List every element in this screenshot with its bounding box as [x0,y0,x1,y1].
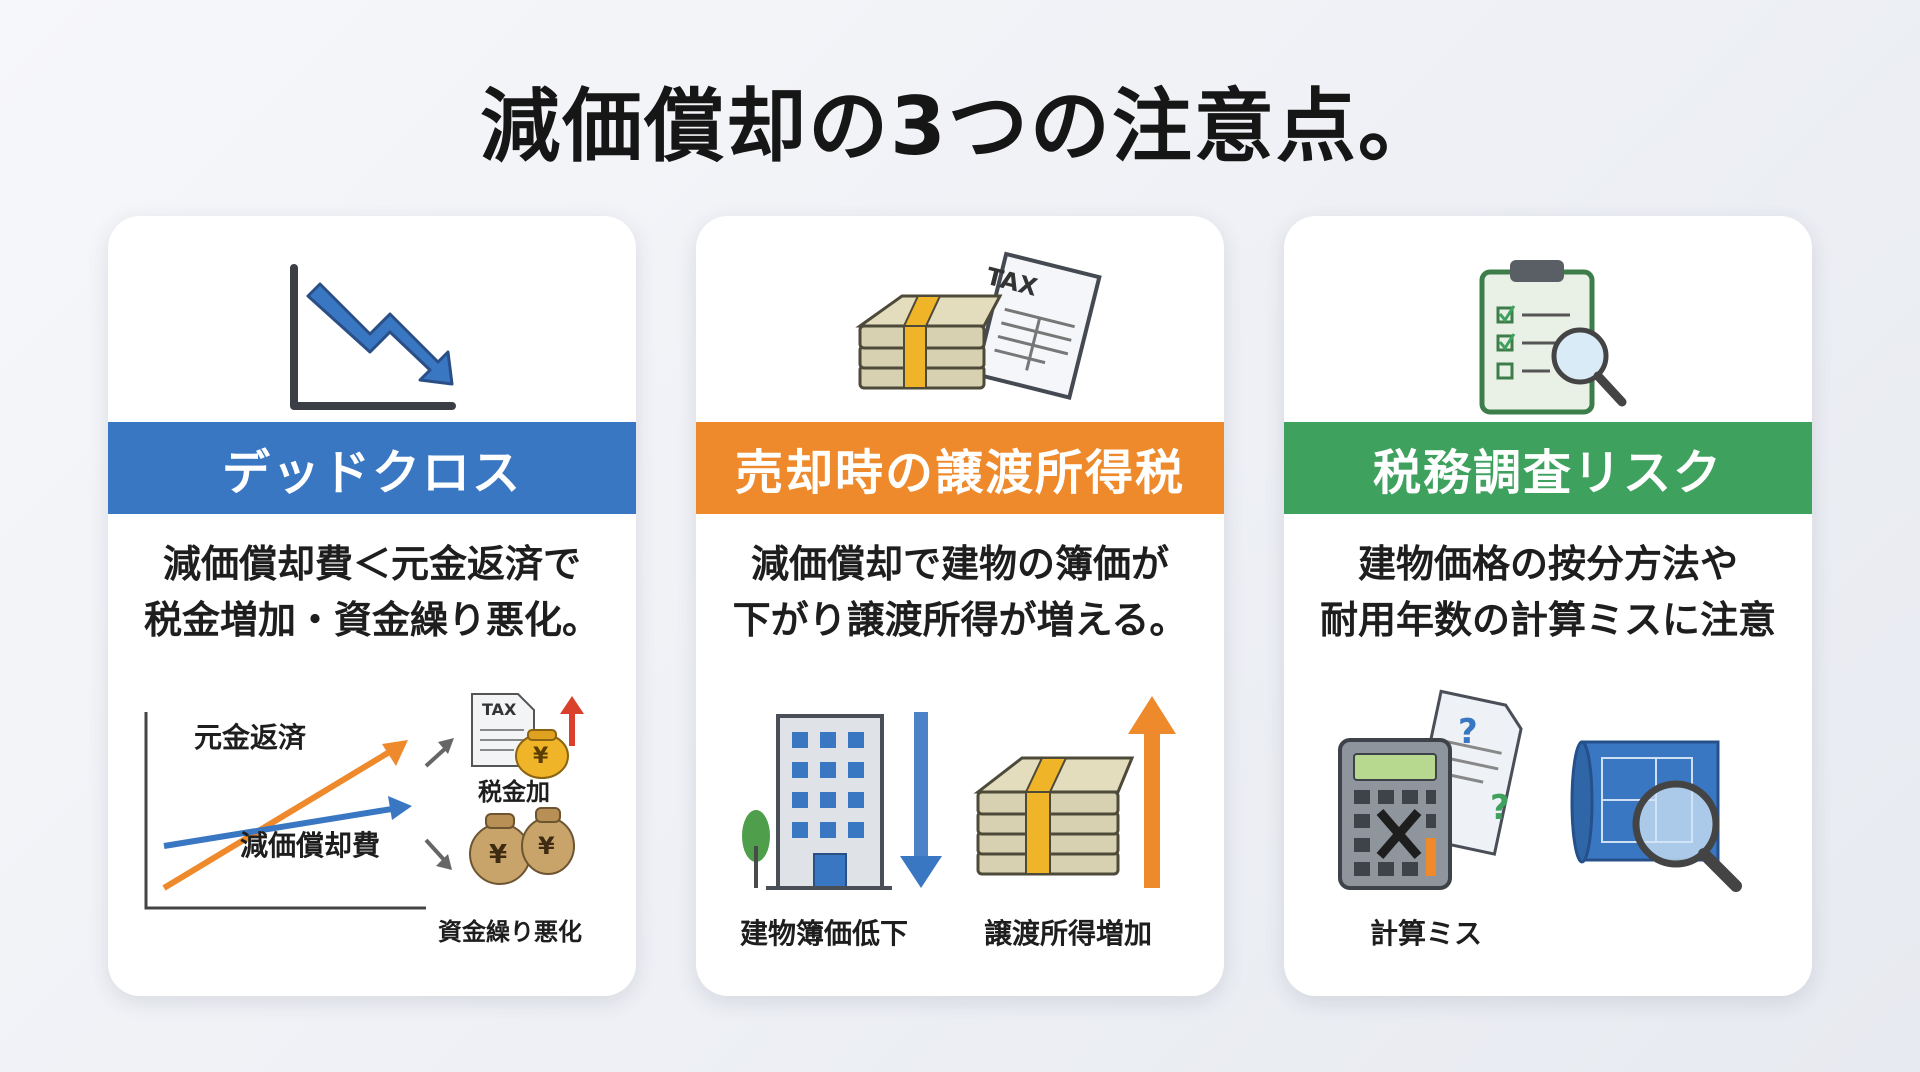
page-title: 減価償却の3つの注意点。 [480,80,1440,173]
description: 減価償却で建物の簿価が 下がり譲渡所得が増える。 [712,536,1208,648]
dead-cross-illustration: 元金返済 減価償却費 TAX ¥ ¥ ¥ 税金加 資金繰り悪化 [108,676,636,996]
declining-chart-icon [290,264,456,410]
label-cashflow-worse: 資金繰り悪化 [438,918,582,946]
cross-chart-graphic [144,712,454,910]
label-calc-error: 計算ミス [1370,917,1483,950]
heading-capital-gains-tax: 売却時の譲渡所得税 [696,422,1224,514]
magnifier-icon [1632,780,1742,892]
label-gain-increase: 譲渡所得増加 [984,917,1153,950]
label-principal-repayment: 元金返済 [194,721,307,754]
money-and-tax-document-icon [855,251,1102,400]
arrow-up-icon [560,696,584,746]
building-icon [742,714,892,890]
card-dead-cross: デッドクロス 減価償却費＜元金返済で 税金増加・資金繰り悪化。 [108,216,636,996]
yen-symbol: ¥ [533,744,549,769]
label-depreciation: 減価償却費 [240,829,381,862]
card-tax-audit-risk: 税務調査リスク 建物価格の按分方法や 耐用年数の計算ミスに注意 [1284,216,1812,996]
question-mark: ? [1458,712,1478,752]
tax-label: TAX [482,700,517,719]
heading-dead-cross: デッドクロス [108,422,636,514]
money-bags-icon [469,807,575,885]
book-value-illustration: 建物簿価低下 譲渡所得増加 [696,676,1224,996]
yen-symbol: ¥ [538,832,555,860]
card-capital-gains-tax: TAX 売却時の譲渡所得税 減価償却で建物の簿価が 下がり譲渡所得が増える。 [696,216,1224,996]
audit-risk-illustration: ? ? 計算ミス [1284,676,1812,996]
description-line: 下がり譲渡所得が増える。 [732,598,1188,642]
description: 建物価格の按分方法や 耐用年数の計算ミスに注意 [1300,536,1796,648]
heading-tax-audit-risk: 税務調査リスク [1284,422,1812,514]
label-tax-increase: 税金加 [478,778,550,806]
label-book-value-down: 建物簿価低下 [740,917,909,950]
money-stack-icon [973,756,1135,876]
arrow-down-icon [900,712,942,888]
yen-symbol: ¥ [489,840,508,870]
money-bag-icon [515,729,569,779]
checklist-magnifier-icon [1479,260,1627,415]
description-line: 建物価格の按分方法や [1357,542,1738,586]
description: 減価償却費＜元金返済で 税金増加・資金繰り悪化。 [124,536,620,648]
description-line: 耐用年数の計算ミスに注意 [1319,598,1776,642]
description-line: 減価償却費＜元金返済で [162,542,581,586]
calculator-icon [1338,738,1452,890]
description-line: 税金増加・資金繰り悪化。 [143,598,600,642]
description-line: 減価償却で建物の簿価が [750,542,1169,586]
question-mark: ? [1490,788,1510,828]
arrow-up-icon [1128,696,1176,888]
